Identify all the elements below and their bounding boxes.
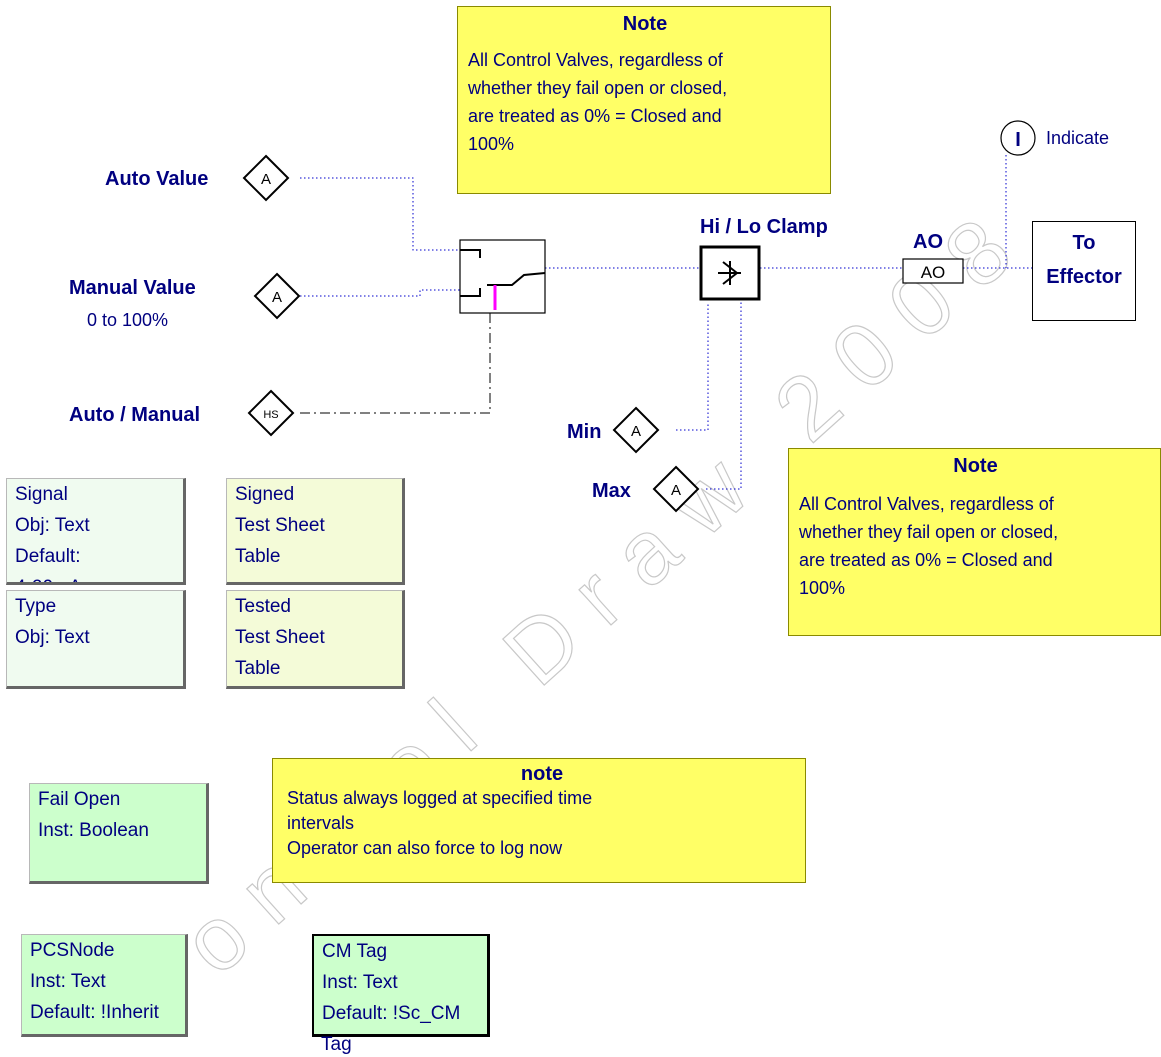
note-title: note — [520, 763, 564, 785]
note-line: 100% — [799, 578, 846, 598]
attr-line: Inst: Boolean — [38, 820, 149, 841]
hi-lo-clamp-label: Hi / Lo Clamp — [700, 216, 828, 238]
note-top[interactable]: Note All Control Valves, regardless of w… — [457, 6, 831, 194]
attribute-signed[interactable]: Signed Test Sheet Table — [226, 478, 405, 585]
note-line: Operator can also force to log now — [287, 838, 563, 858]
auto-value-label: Auto Value — [105, 168, 209, 190]
note-line: whether they fail open or closed, — [799, 522, 1059, 542]
note-line: 100% — [468, 134, 515, 154]
note-title: Note — [953, 455, 998, 477]
auto-manual-handswitch-icon[interactable]: HS — [247, 389, 295, 437]
attr-line: Obj: Text — [15, 515, 90, 536]
note-line: Status always logged at specified time — [287, 788, 593, 808]
manual-range-label: 0 to 100% — [87, 310, 169, 330]
attr-line: Inst: Text — [30, 971, 106, 992]
note-line: whether they fail open or closed, — [468, 78, 728, 98]
attr-line: Inst: Text — [322, 972, 398, 993]
max-label: Max — [592, 480, 631, 502]
attr-line: Signed — [235, 484, 295, 505]
attribute-pcsnode[interactable]: PCSNode Inst: Text Default: !Inherit — [21, 934, 188, 1037]
note-line: are treated as 0% = Closed and — [799, 550, 1053, 570]
effector-line2: Effector — [1046, 266, 1122, 288]
auto-manual-wire — [300, 313, 491, 414]
attr-line: Fail Open — [38, 789, 121, 810]
attribute-cm-tag[interactable]: CM Tag Inst: Text Default: !Sc_CM — [312, 934, 490, 1037]
auto-manual-switch[interactable] — [459, 239, 546, 314]
note-line: intervals — [287, 813, 355, 833]
indicate-label: Indicate — [1046, 128, 1110, 148]
attribute-type[interactable]: Type Obj: Text — [6, 590, 186, 689]
attr-line: Default: — [15, 546, 81, 567]
attribute-fail-open[interactable]: Fail Open Inst: Boolean — [29, 783, 209, 884]
min-analog-icon[interactable]: A — [612, 406, 660, 454]
min-label: Min — [567, 421, 602, 443]
to-effector-block[interactable]: To Effector — [1032, 221, 1136, 321]
note-line: All Control Valves, regardless of — [799, 494, 1054, 514]
ao-label: AO — [913, 231, 943, 253]
attr-line: Obj: Text — [15, 627, 90, 648]
attr-line: 4-20mA — [15, 572, 183, 582]
indicate-letter: I — [1015, 129, 1021, 151]
attribute-tested[interactable]: Tested Test Sheet Table — [226, 590, 405, 689]
attr-line: Tested — [235, 596, 291, 617]
attr-line: Type — [15, 596, 57, 617]
manual-value-label: Manual Value — [69, 277, 196, 299]
ao-box-text: AO — [921, 263, 946, 282]
attr-line: Table — [235, 658, 281, 679]
auto-manual-label: Auto / Manual — [69, 404, 201, 426]
connectors — [300, 155, 1032, 490]
svg-text:HS: HS — [263, 409, 278, 421]
note-title: Note — [622, 13, 668, 35]
manual-value-analog-icon[interactable]: A — [253, 272, 301, 320]
attribute-signal[interactable]: Signal Obj: Text Default: 4-20mA — [6, 478, 186, 585]
attr-line: Signal — [15, 484, 68, 505]
hi-lo-clamp-block[interactable] — [699, 245, 761, 301]
attr-line: CM Tag — [322, 941, 388, 962]
svg-text:A: A — [631, 423, 641, 440]
effector-line1: To — [1072, 232, 1096, 254]
ao-box[interactable] — [902, 258, 964, 284]
attr-line: Table — [235, 546, 281, 567]
attr-line: PCSNode — [30, 940, 115, 961]
svg-text:A: A — [261, 171, 271, 188]
attr-line: Default: !Inherit — [30, 1002, 159, 1023]
note-logging[interactable]: note Status always logged at specified t… — [272, 758, 806, 883]
note-right[interactable]: Note All Control Valves, regardless of w… — [788, 448, 1161, 636]
auto-value-analog-icon[interactable]: A — [242, 154, 290, 202]
indicate-icon[interactable] — [1000, 120, 1036, 156]
min-wire — [676, 302, 709, 431]
svg-text:A: A — [272, 289, 282, 306]
auto-value-wire — [300, 177, 460, 251]
attr-line: Default: !Sc_CM — [322, 1003, 461, 1024]
manual-value-wire — [300, 289, 460, 297]
attr-line: Test Sheet — [235, 627, 325, 648]
attr-line: Test Sheet — [235, 515, 325, 536]
note-line: are treated as 0% = Closed and — [468, 106, 722, 126]
svg-text:A: A — [671, 482, 681, 499]
attr-line: Tag — [321, 1034, 352, 1055]
max-analog-icon[interactable]: A — [652, 465, 700, 513]
note-line: All Control Valves, regardless of — [468, 50, 723, 70]
